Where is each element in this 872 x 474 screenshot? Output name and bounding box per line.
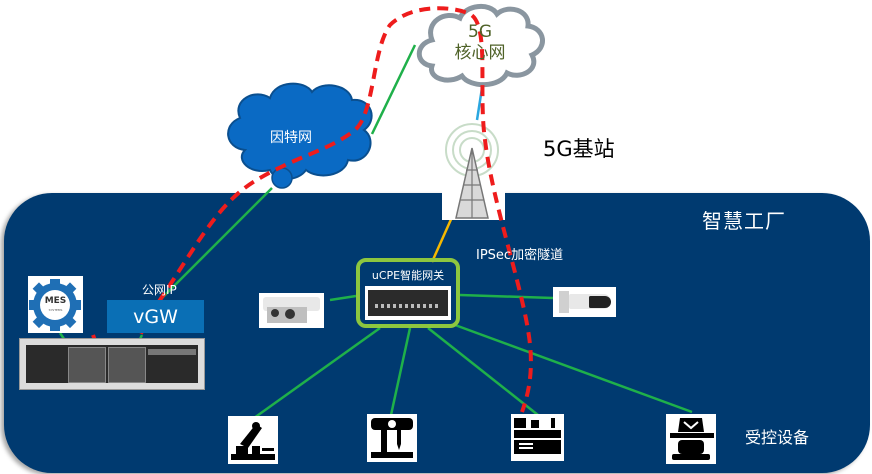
ucpe-links bbox=[253, 293, 693, 420]
vgw-node[interactable]: vGW bbox=[107, 300, 204, 333]
internet-cloud[interactable] bbox=[227, 82, 373, 189]
server-icon[interactable] bbox=[19, 338, 205, 390]
base-station-label: 5G基站 bbox=[543, 137, 615, 161]
green-link-internet-core bbox=[370, 44, 417, 135]
base-station-tower-icon[interactable] bbox=[442, 123, 505, 220]
smart-factory-zone bbox=[4, 193, 870, 473]
mes-gear-icon bbox=[29, 279, 81, 331]
mes-sublabel: SYSTEMS bbox=[48, 308, 63, 312]
core-network-line2: 核心网 bbox=[454, 43, 506, 63]
camera-right-icon[interactable] bbox=[553, 287, 616, 317]
milling-machine-icon[interactable] bbox=[666, 414, 716, 464]
green-link-internet bbox=[149, 187, 273, 311]
core-network-cloud[interactable] bbox=[416, 4, 545, 88]
vgw-label: vGW bbox=[133, 305, 178, 328]
public-ip-label: 公网IP bbox=[142, 283, 177, 297]
core-network-line1: 5G bbox=[468, 22, 492, 42]
core-network-label: 5G 核心网 bbox=[448, 22, 512, 64]
camera-left-icon[interactable] bbox=[259, 293, 324, 328]
ucpe-gateway-node[interactable]: uCPE智能网关 bbox=[356, 258, 460, 328]
mes-label: MES bbox=[44, 296, 67, 306]
internet-label: 因特网 bbox=[270, 130, 312, 146]
cutting-machine-icon[interactable] bbox=[228, 416, 278, 464]
ucpe-device-icon bbox=[365, 286, 451, 320]
mes-node[interactable]: MES SYSTEMS bbox=[28, 276, 83, 333]
ipsec-tunnel-label: IPSec加密隧道 bbox=[476, 248, 564, 263]
drill-press-icon[interactable] bbox=[367, 414, 417, 462]
ucpe-label: uCPE智能网关 bbox=[371, 269, 445, 282]
controlled-devices-label: 受控设备 bbox=[745, 428, 810, 447]
lathe-icon[interactable] bbox=[511, 414, 564, 461]
factory-title: 智慧工厂 bbox=[702, 209, 786, 233]
